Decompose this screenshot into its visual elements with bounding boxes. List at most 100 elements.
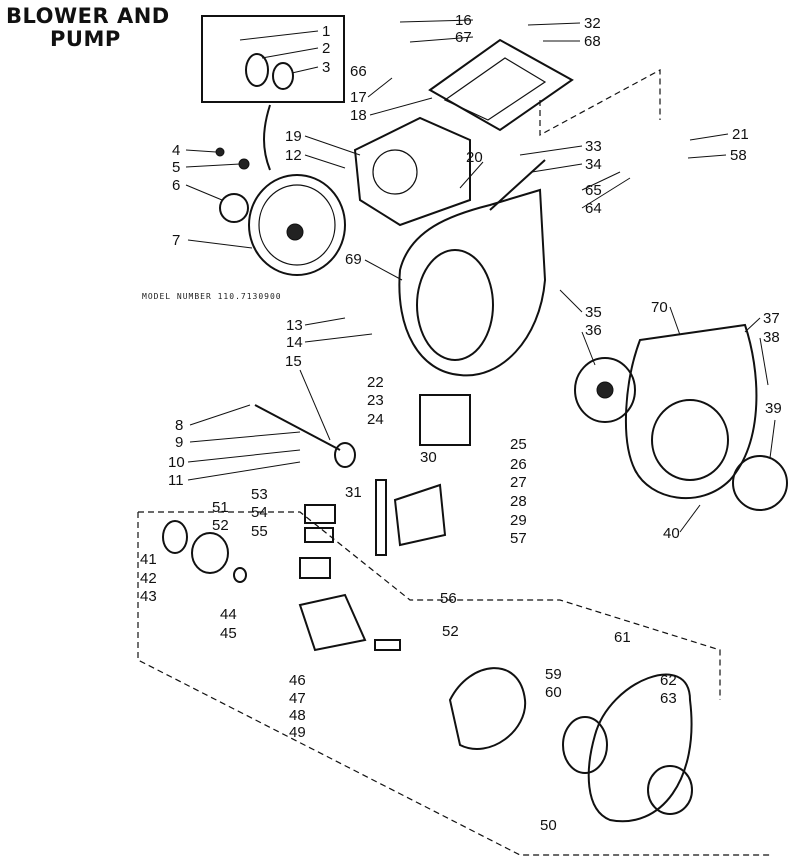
callout-61: 61 — [614, 629, 631, 646]
callout-56: 56 — [440, 590, 457, 607]
callout-10: 10 — [168, 454, 185, 471]
part-35-fan-hub — [596, 381, 614, 399]
callout-33: 33 — [585, 138, 602, 155]
callout-30: 30 — [420, 449, 437, 466]
callout-15: 15 — [285, 353, 302, 370]
callout-17: 17 — [350, 89, 367, 106]
callout-58: 58 — [730, 147, 747, 164]
part-43-gear — [191, 532, 229, 574]
part-8-shaft — [254, 404, 341, 451]
callout-9: 9 — [175, 434, 183, 451]
callout-49: 49 — [289, 724, 306, 741]
part-55-pad — [299, 557, 331, 579]
part-28-bracket — [393, 483, 447, 547]
part-62-impeller — [562, 716, 608, 774]
callout-66: 66 — [350, 63, 367, 80]
callout-46: 46 — [289, 672, 306, 689]
callout-1: 1 — [322, 23, 330, 40]
callout-8: 8 — [175, 417, 183, 434]
callout-47: 47 — [289, 690, 306, 707]
assembly-outline-bottom — [137, 512, 770, 856]
part-56-tube — [374, 639, 401, 651]
callout-18: 18 — [350, 107, 367, 124]
part-42-pulley — [162, 520, 188, 554]
callout-4: 4 — [172, 142, 180, 159]
inset-box — [201, 15, 345, 103]
callout-6: 6 — [172, 177, 180, 194]
callout-53: 53 — [251, 486, 268, 503]
callout-7: 7 — [172, 232, 180, 249]
callout-39: 39 — [765, 400, 782, 417]
assembly-outline-right — [539, 68, 661, 137]
callout-68: 68 — [584, 33, 601, 50]
diagram-title-line2: PUMP — [50, 27, 121, 51]
callout-54: 54 — [251, 504, 268, 521]
part-31-rod — [375, 479, 387, 556]
part-3-washer — [272, 62, 294, 90]
callout-29: 29 — [510, 512, 527, 529]
callout-23: 23 — [367, 392, 384, 409]
part-belt-cord — [263, 104, 271, 171]
callout-12: 12 — [285, 147, 302, 164]
callout-32: 32 — [584, 15, 601, 32]
part-22-bearing — [334, 442, 356, 468]
callout-labels: 1 2 3 4 5 6 7 8 9 10 11 12 13 14 15 16 1… — [140, 12, 782, 834]
part-19-opening — [372, 149, 418, 195]
part-47-pump-body — [298, 593, 367, 652]
callout-26: 26 — [510, 456, 527, 473]
callout-28: 28 — [510, 493, 527, 510]
callout-35: 35 — [585, 304, 602, 321]
callout-2: 2 — [322, 40, 330, 57]
part-50-pump-housing — [587, 673, 693, 823]
callout-34: 34 — [585, 156, 602, 173]
part-69-blower-housing — [398, 188, 547, 377]
callout-60: 60 — [545, 684, 562, 701]
callout-40: 40 — [663, 525, 680, 542]
part-44-washer — [233, 567, 247, 583]
callout-22: 22 — [367, 374, 384, 391]
part-69-housing-opening — [416, 249, 494, 361]
callout-62: 62 — [660, 672, 677, 689]
part-19-housing — [353, 116, 471, 227]
callout-5: 5 — [172, 159, 180, 176]
callout-14: 14 — [286, 334, 303, 351]
callout-36: 36 — [585, 322, 602, 339]
callout-38: 38 — [763, 329, 780, 346]
part-7-pulley-wheel — [248, 174, 346, 276]
callout-63: 63 — [660, 690, 677, 707]
part-49-pump-cover — [448, 667, 527, 750]
callout-43: 43 — [140, 588, 157, 605]
callout-48: 48 — [289, 707, 306, 724]
part-6-bushing — [219, 193, 249, 223]
callout-3: 3 — [322, 59, 330, 76]
part-18-top-cover — [428, 38, 574, 132]
callout-57: 57 — [510, 530, 527, 547]
part-54-pad — [304, 527, 334, 543]
callout-42: 42 — [140, 570, 157, 587]
callout-19: 19 — [285, 128, 302, 145]
callout-13: 13 — [286, 317, 303, 334]
part-25-motor-block — [419, 394, 471, 446]
callout-51: 51 — [212, 499, 229, 516]
part-33-rod — [489, 159, 546, 211]
callout-69: 69 — [345, 251, 362, 268]
part-2-bearing — [245, 53, 269, 87]
part-70-housing-opening — [651, 399, 729, 481]
callout-44: 44 — [220, 606, 237, 623]
callout-70: 70 — [651, 299, 668, 316]
part-7-pulley-inner — [258, 184, 336, 266]
callout-27: 27 — [510, 474, 527, 491]
callout-52: 52 — [212, 517, 229, 534]
callout-41: 41 — [140, 551, 157, 568]
callout-52-b: 52 — [442, 623, 459, 640]
leader-lines — [185, 19, 776, 533]
callout-24: 24 — [367, 411, 384, 428]
part-53-pad — [304, 504, 336, 524]
callout-64: 64 — [585, 200, 602, 217]
part-4-screw — [215, 147, 225, 157]
callout-55: 55 — [251, 523, 268, 540]
part-36-fan — [574, 357, 636, 423]
callout-21: 21 — [732, 126, 749, 143]
assembly-outline-top — [138, 511, 721, 700]
callout-11: 11 — [168, 472, 184, 489]
